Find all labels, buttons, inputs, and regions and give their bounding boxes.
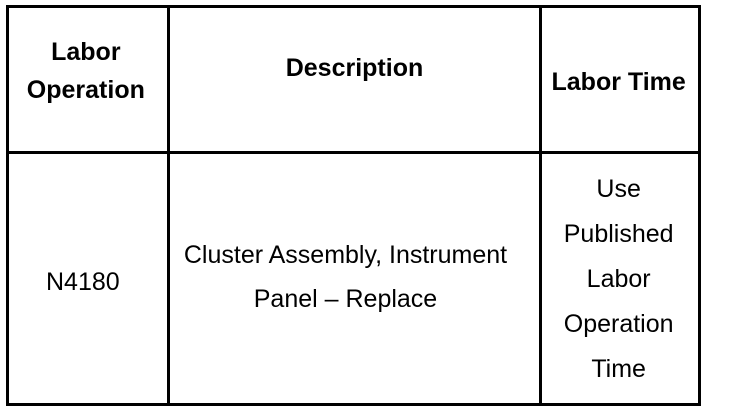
header-description: Description xyxy=(285,53,424,82)
description-text: Cluster Assembly, Instrument Panel – Rep… xyxy=(183,241,508,313)
cell-description: Cluster Assembly, Instrument Panel – Rep… xyxy=(166,151,543,406)
header-cell-description: Description xyxy=(166,5,543,154)
header-labor-operation: Labor Operation xyxy=(26,37,145,104)
header-cell-labor-time: Labor Time xyxy=(539,5,701,154)
labor-operation-table: Labor Operation Description Labor Time N… xyxy=(6,5,701,406)
table-row: N4180 Cluster Assembly, Instrument Panel… xyxy=(6,151,701,406)
table-header: Labor Operation Description Labor Time xyxy=(6,5,701,154)
labor-time-text: Use Published Labor Operation Time xyxy=(563,175,674,383)
cell-labor-time: Use Published Labor Operation Time xyxy=(539,151,701,406)
header-row: Labor Operation Description Labor Time xyxy=(6,5,701,154)
labor-operation-code: N4180 xyxy=(46,268,120,296)
header-labor-time: Labor Time xyxy=(551,67,686,96)
header-cell-labor-operation: Labor Operation xyxy=(6,5,170,154)
cell-labor-operation: N4180 xyxy=(6,151,170,406)
table-body: N4180 Cluster Assembly, Instrument Panel… xyxy=(6,151,701,406)
